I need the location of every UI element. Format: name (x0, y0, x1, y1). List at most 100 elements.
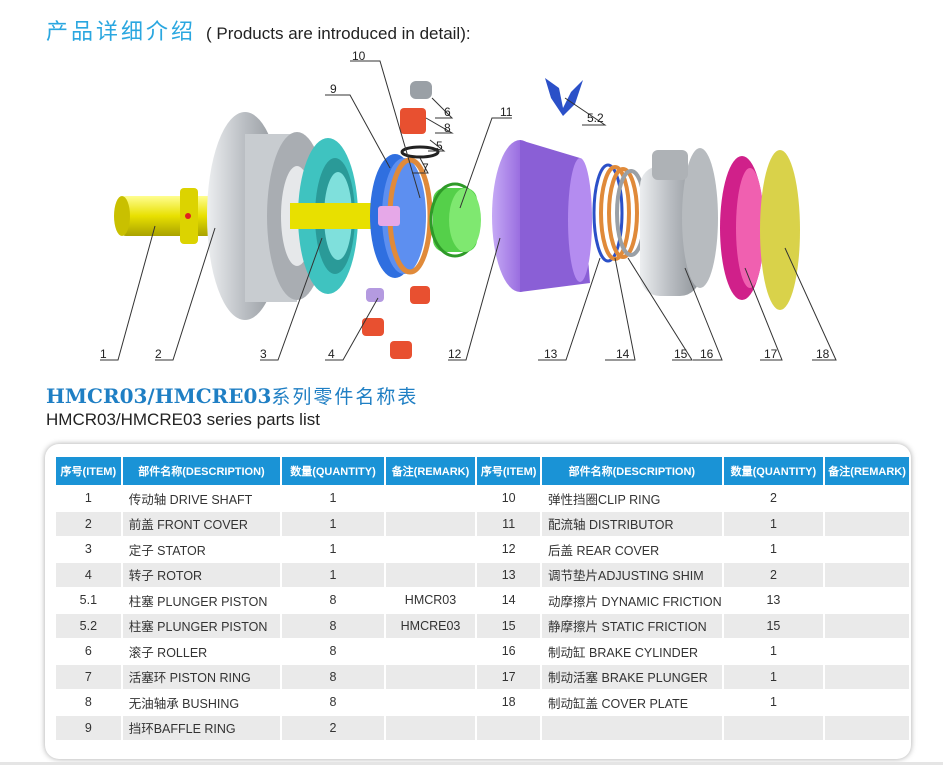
cell-item: 15 (477, 612, 541, 638)
header-quantity: 数量(QUANTITY) (282, 457, 384, 485)
cell-item: 2 (56, 510, 121, 536)
cell-item: 4 (56, 561, 121, 587)
cell-item: 16 (477, 638, 541, 664)
table-row: 5.2 柱塞 PLUNGER PISTON 8 HMCRE03 15 静摩擦片 … (56, 612, 909, 638)
cell-quantity: 8 (282, 663, 384, 689)
cell-remark (385, 561, 476, 587)
leader-lines (100, 60, 837, 361)
cell-description: 传动轴 DRIVE SHAFT (122, 485, 281, 511)
cell-item: 18 (477, 689, 541, 715)
cell-item: 12 (477, 536, 541, 562)
cell-description: 无油轴承 BUSHING (122, 689, 281, 715)
cell-remark (385, 689, 476, 715)
label-17: 17 (764, 347, 778, 361)
cell-description: 调节垫片ADJUSTING SHIM (542, 561, 722, 587)
cell-item: 17 (477, 663, 541, 689)
cell-remark (825, 663, 909, 689)
header-remark: 备注(REMARK) (385, 457, 476, 485)
label-6: 6 (444, 105, 451, 119)
cell-remark (385, 638, 476, 664)
cell-remark (825, 587, 909, 613)
cell-remark (385, 485, 476, 511)
cell-remark (825, 510, 909, 536)
cell-quantity: 1 (282, 561, 384, 587)
parts-table: 序号(ITEM) 部件名称(DESCRIPTION) 数量(QUANTITY) … (54, 457, 911, 740)
cell-quantity: 1 (282, 485, 384, 511)
label-5: 5 (436, 139, 443, 153)
label-14: 14 (616, 347, 630, 361)
cell-quantity: 8 (282, 689, 384, 715)
cell-description: 后盖 REAR COVER (542, 536, 722, 562)
header-item: 序号(ITEM) (56, 457, 121, 485)
clip-ring (400, 145, 440, 159)
cell-item: 11 (477, 510, 541, 536)
cell-remark (825, 561, 909, 587)
cell-quantity: 2 (282, 714, 384, 740)
table-row: 4 转子 ROTOR 1 13 调节垫片ADJUSTING SHIM 2 (56, 561, 909, 587)
plunger-piston-5-2 (545, 78, 583, 116)
cell-quantity: 1 (723, 536, 824, 562)
rotor (370, 154, 433, 278)
label-1: 1 (100, 347, 107, 361)
brake-plunger (720, 156, 764, 300)
cell-description: 柱塞 PLUNGER PISTON (122, 587, 281, 613)
distributor (429, 182, 481, 258)
cover-plate (760, 150, 800, 310)
cell-item: 10 (477, 485, 541, 511)
label-2: 2 (155, 347, 162, 361)
cell-item: 3 (56, 536, 121, 562)
cell-description: 动摩擦片 DYNAMIC FRICTION (542, 587, 722, 613)
cell-description: 弹性挡圈CLIP RING (542, 485, 722, 511)
header-description: 部件名称(DESCRIPTION) (122, 457, 281, 485)
cell-remark (385, 663, 476, 689)
cell-quantity: 1 (723, 689, 824, 715)
table-row: 1 传动轴 DRIVE SHAFT 1 10 弹性挡圈CLIP RING 2 (56, 485, 909, 511)
table-header-row: 序号(ITEM) 部件名称(DESCRIPTION) 数量(QUANTITY) … (56, 457, 909, 485)
exploded-view-diagram: 1 2 3 4 12 13 14 15 16 17 18 10 9 11 6 8… (100, 49, 837, 361)
cell-remark (825, 689, 909, 715)
cell-description: 滚子 ROLLER (122, 638, 281, 664)
header-item: 序号(ITEM) (477, 457, 541, 485)
cell-item: 13 (477, 561, 541, 587)
table-row: 7 活塞环 PISTON RING 8 17 制动活塞 BRAKE PLUNGE… (56, 663, 909, 689)
heading-en: ( Products are introduced in detail): (206, 24, 471, 43)
cell-description (542, 714, 722, 740)
cell-description: 制动缸盖 COVER PLATE (542, 689, 722, 715)
label-16: 16 (700, 347, 714, 361)
table-row: 5.1 柱塞 PLUNGER PISTON 8 HMCR03 14 动摩擦片 D… (56, 587, 909, 613)
cell-item: 6 (56, 638, 121, 664)
label-8: 8 (444, 121, 451, 135)
series-cn: 系列零件名称表 (271, 386, 419, 408)
label-18: 18 (816, 347, 830, 361)
cell-item: 7 (56, 663, 121, 689)
heading-cn: 产品详细介绍 (46, 20, 197, 45)
part-labels: 1 2 3 4 12 13 14 15 16 17 18 10 9 11 6 8… (100, 49, 830, 361)
cell-quantity: 1 (282, 536, 384, 562)
cell-quantity: 8 (282, 638, 384, 664)
series-model: HMCR03/HMCRE03 (46, 384, 272, 408)
cell-description: 制动缸 BRAKE CYLINDER (542, 638, 722, 664)
cell-remark (825, 485, 909, 511)
cell-remark (825, 536, 909, 562)
table-row: 8 无油轴承 BUSHING 8 18 制动缸盖 COVER PLATE 1 (56, 689, 909, 715)
cell-quantity: 1 (723, 638, 824, 664)
header-description: 部件名称(DESCRIPTION) (542, 457, 722, 485)
cell-quantity: 13 (723, 587, 824, 613)
label-5-2: 5.2 (587, 111, 604, 125)
brake-cylinder (640, 148, 718, 296)
table-row: 2 前盖 FRONT COVER 1 11 配流轴 DISTRIBUTOR 1 (56, 510, 909, 536)
cell-quantity: 8 (282, 587, 384, 613)
label-15: 15 (674, 347, 688, 361)
roller (400, 81, 432, 134)
cell-quantity: 2 (723, 561, 824, 587)
page-heading: 产品详细介绍 ( Products are introduced in deta… (46, 14, 471, 48)
series-subtitle: HMCR03/HMCRE03 series parts list (46, 410, 320, 429)
cell-description: 配流轴 DISTRIBUTOR (542, 510, 722, 536)
cell-remark (385, 714, 476, 740)
cell-description: 制动活塞 BRAKE PLUNGER (542, 663, 722, 689)
label-9: 9 (330, 82, 337, 96)
plunger-pistons (362, 286, 430, 359)
header-quantity: 数量(QUANTITY) (723, 457, 824, 485)
cell-quantity: 15 (723, 612, 824, 638)
cell-remark: HMCR03 (385, 587, 476, 613)
